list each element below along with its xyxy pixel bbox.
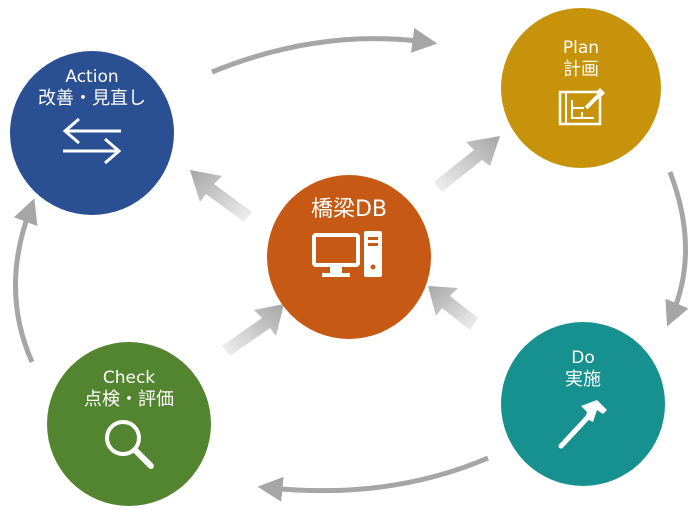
plan-en-label: Plan	[562, 38, 600, 58]
bridge-db-node: 橋梁DB	[267, 175, 431, 339]
do-node: Do 実施	[501, 322, 665, 486]
arrow-db-to-action	[190, 170, 252, 222]
action-ja-label: 改善・見直し	[38, 88, 146, 109]
action-node: Action 改善・見直し	[10, 51, 174, 215]
check-en-label: Check	[102, 368, 156, 388]
arrow-db-to-plan	[434, 136, 500, 192]
plan-ja-label: 計画	[563, 59, 599, 80]
do-ja-label: 実施	[565, 369, 601, 390]
hammer-icon	[558, 400, 607, 449]
arrow-db-to-check	[222, 304, 284, 356]
blueprint-icon	[558, 88, 605, 126]
arrow-db-to-do	[428, 286, 478, 330]
check-ja-label: 点検・評価	[84, 389, 174, 410]
exchange-arrows-icon	[62, 117, 122, 165]
plan-node: Plan 計画	[501, 8, 661, 168]
arrow-plan-to-do	[665, 171, 688, 327]
check-node: Check 点検・評価	[47, 342, 211, 506]
arrow-action-to-plan	[211, 27, 438, 75]
arrow-do-to-check	[257, 455, 489, 502]
arrow-check-to-action	[13, 198, 38, 364]
magnifier-icon	[105, 420, 154, 469]
bridge-db-label: 橋梁DB	[310, 197, 388, 222]
computer-icon	[312, 231, 382, 277]
do-en-label: Do	[571, 348, 595, 368]
action-en-label: Action	[65, 67, 119, 87]
